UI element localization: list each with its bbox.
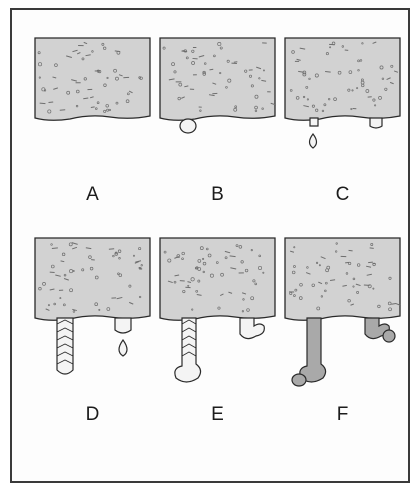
rock-block [35, 238, 150, 320]
stalactite-tube [115, 318, 131, 333]
stalactite-tube [310, 118, 318, 126]
helictite-knob [383, 330, 395, 342]
rock-block [285, 38, 400, 120]
helictite-knob [292, 374, 306, 386]
panel-d: D [35, 238, 150, 425]
stalactite-formation-diagram: A B C D E F [10, 8, 410, 483]
helictite-body [240, 318, 264, 339]
panel-label: A [86, 184, 99, 205]
panel-f: F [285, 238, 401, 425]
water-drop [310, 134, 317, 148]
stalactite-tube [57, 318, 73, 374]
panel-label: E [211, 404, 224, 425]
panel-label: C [336, 184, 350, 205]
panel-c: C [285, 38, 400, 205]
rock-block [285, 238, 400, 320]
diagram-canvas: A B C D E F [12, 10, 408, 481]
stalactite-tube [370, 118, 382, 128]
helictite-body [175, 318, 201, 382]
panel-e: E [160, 238, 275, 425]
panel-label: D [86, 404, 100, 425]
panel-b: B [160, 38, 276, 205]
water-drop [180, 119, 196, 133]
water-drop [119, 340, 127, 356]
panel-a: A [35, 38, 150, 205]
panel-label: B [211, 184, 224, 205]
panel-label: F [337, 404, 349, 425]
helictite-body [300, 318, 326, 382]
